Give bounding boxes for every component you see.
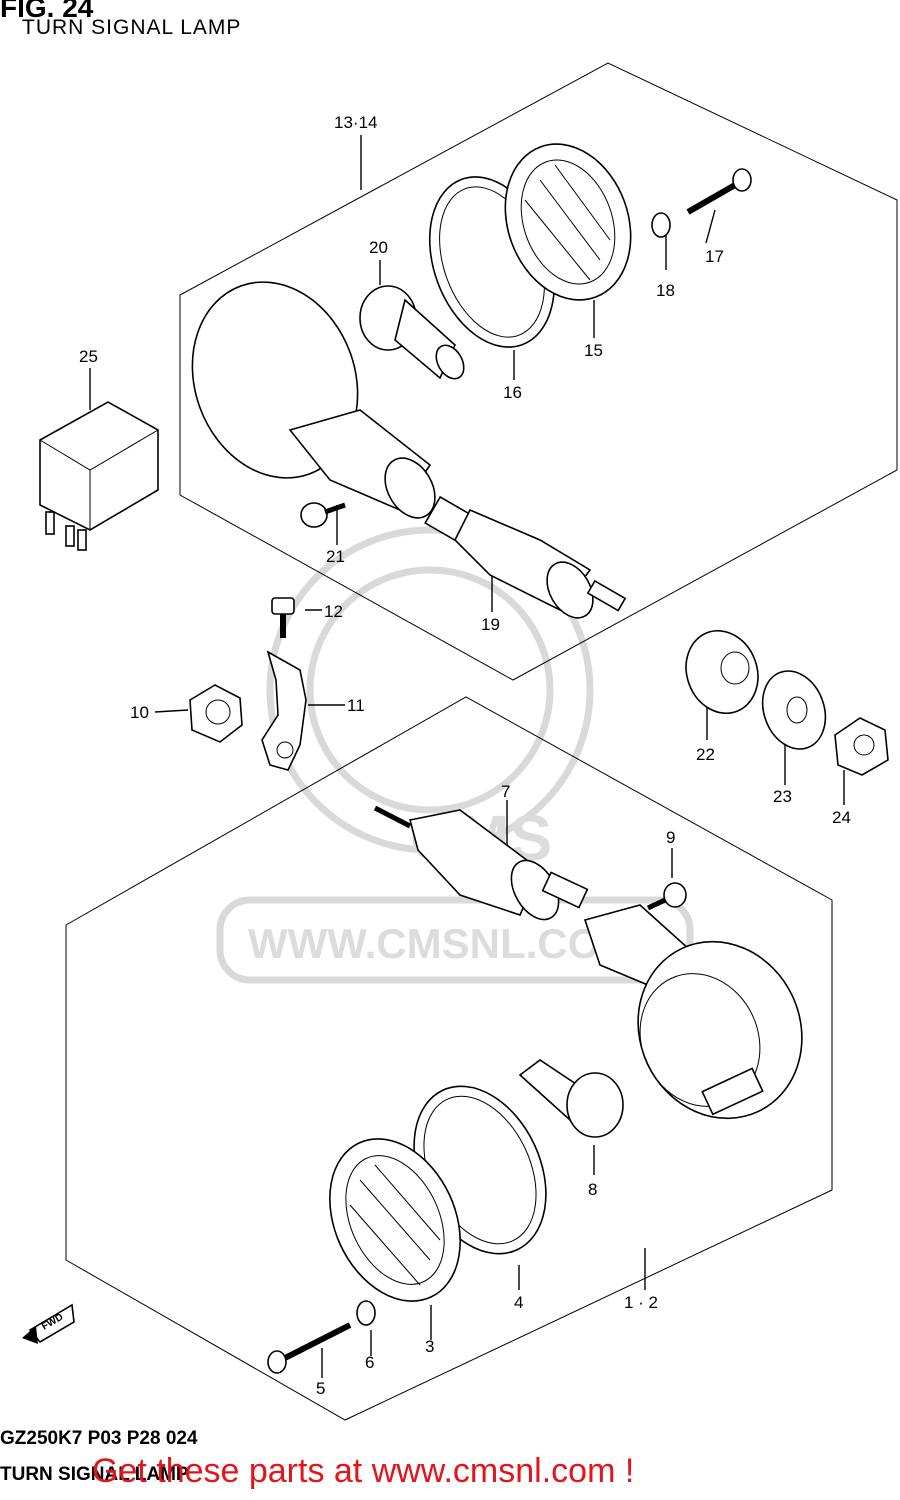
callout-6: 6 [365, 1353, 374, 1372]
callout-18: 18 [656, 281, 675, 300]
part-20-bulb [359, 285, 465, 380]
callout-12: 12 [324, 602, 343, 621]
lower-assembly-frame [65, 696, 833, 1421]
callout-10: 10 [130, 703, 149, 722]
part-9-screw [646, 882, 687, 911]
part-17-screw [686, 168, 752, 215]
part-18-washer [651, 212, 671, 238]
callout-1-2: 1 · 2 [624, 1293, 658, 1312]
callout-5: 5 [316, 1379, 325, 1398]
part-22-grommet [685, 629, 759, 715]
callout-24: 24 [832, 808, 851, 827]
callout-15: 15 [584, 341, 603, 360]
part-12-bolt [271, 597, 295, 638]
callout-13-14: 13·14 [334, 113, 377, 132]
figure-number: FIG. 24 [0, 0, 94, 23]
callout-17: 17 [705, 247, 724, 266]
callout-labels: 13·14 20 17 18 15 16 25 21 19 12 10 11 2… [79, 113, 851, 1398]
part-25-relay [39, 401, 159, 551]
part-23-washer [761, 670, 827, 750]
callout-21: 21 [326, 547, 345, 566]
callout-20: 20 [369, 238, 388, 257]
callout-7: 7 [501, 782, 510, 801]
promo-link[interactable]: Get these parts at www.cmsnl.com ! [92, 1452, 635, 1490]
callout-22: 22 [696, 745, 715, 764]
callout-8: 8 [588, 1180, 597, 1199]
part-8-bulb [518, 1059, 624, 1138]
part-10-nut [189, 684, 243, 743]
fwd-arrow-badge: FWD [22, 1303, 75, 1344]
callout-3: 3 [425, 1337, 434, 1356]
part-21-screw [300, 502, 346, 528]
model-code: GZ250K7 P03 P28 024 [0, 1428, 198, 1449]
callout-19: 19 [481, 615, 500, 634]
upper-assembly-frame [179, 62, 898, 681]
leader-lines [89, 135, 845, 1378]
part-3-lens [329, 1138, 461, 1302]
footer-title: TURN SIGNAL LAMP [0, 1464, 189, 1485]
callout-4: 4 [514, 1293, 523, 1312]
part-5-screw [267, 1322, 352, 1374]
callout-11: 11 [347, 696, 365, 715]
part-1-2-lamp-housing [637, 940, 803, 1120]
part-11-bracket [261, 650, 307, 771]
part-6-washer [356, 1300, 376, 1326]
watermark-url: WWW.CMSNL.COM [248, 920, 635, 967]
part-24-nut [834, 717, 889, 776]
part-15-lens [504, 143, 632, 301]
figure-subtitle: TURN SIGNAL LAMP [22, 16, 242, 39]
callout-9: 9 [666, 828, 675, 847]
part-19-lamp-housing [191, 281, 627, 619]
callout-16: 16 [503, 383, 522, 402]
callout-25: 25 [79, 347, 98, 366]
callout-23: 23 [773, 787, 792, 806]
